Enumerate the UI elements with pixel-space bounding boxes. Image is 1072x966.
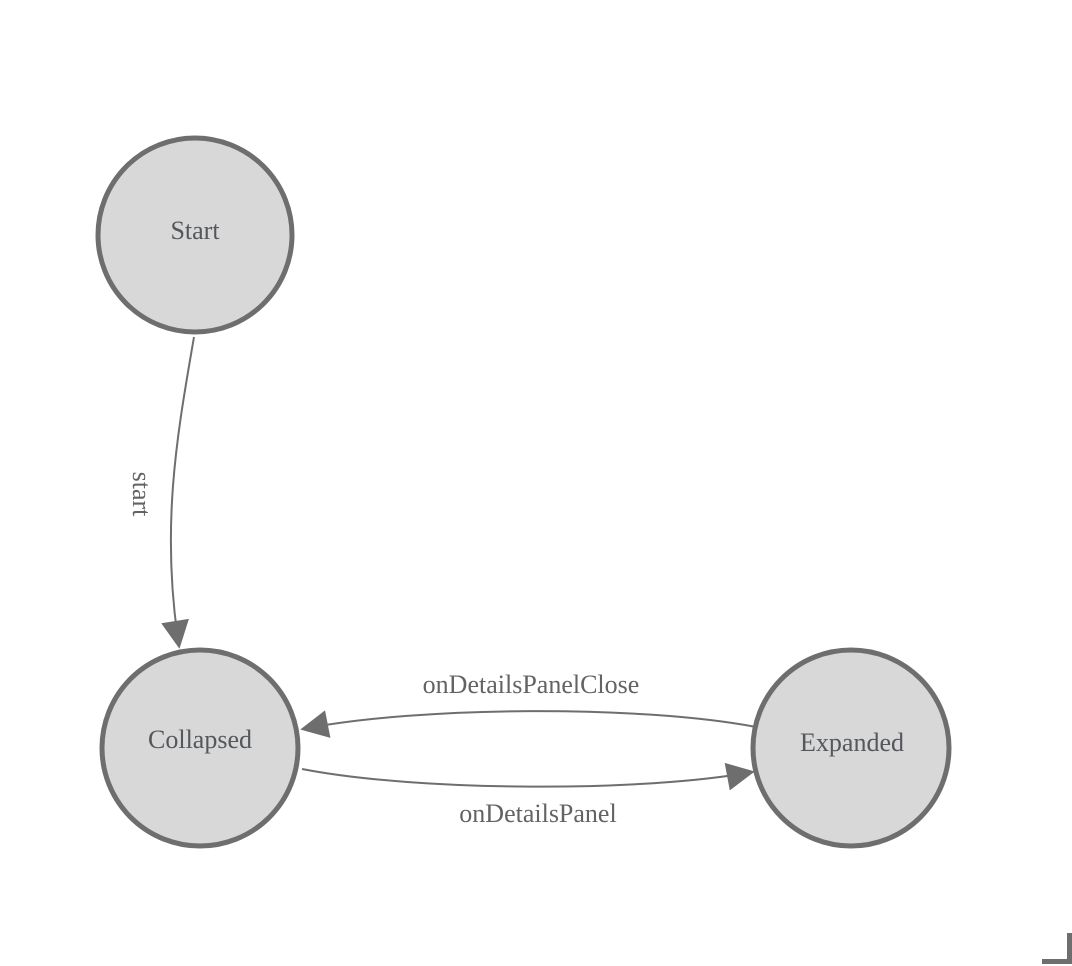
edge-label-on-details-panel-close: onDetailsPanelClose — [422, 670, 640, 699]
node-start-label: Start — [170, 216, 220, 245]
node-collapsed-label: Collapsed — [148, 725, 252, 754]
edge-collapsed-to-expanded — [301, 762, 755, 791]
edge-start-to-collapsed — [161, 336, 195, 649]
edge-expanded-to-collapsed — [300, 710, 757, 738]
node-expanded-label: Expanded — [800, 728, 904, 757]
edge-label-start: start — [127, 471, 156, 517]
node-collapsed[interactable] — [99, 647, 301, 849]
node-start[interactable] — [95, 135, 295, 335]
edge-label-on-details-panel: onDetailsPanel — [459, 799, 617, 828]
node-expanded[interactable] — [750, 647, 952, 849]
scroll-corner-icon — [1042, 933, 1072, 964]
